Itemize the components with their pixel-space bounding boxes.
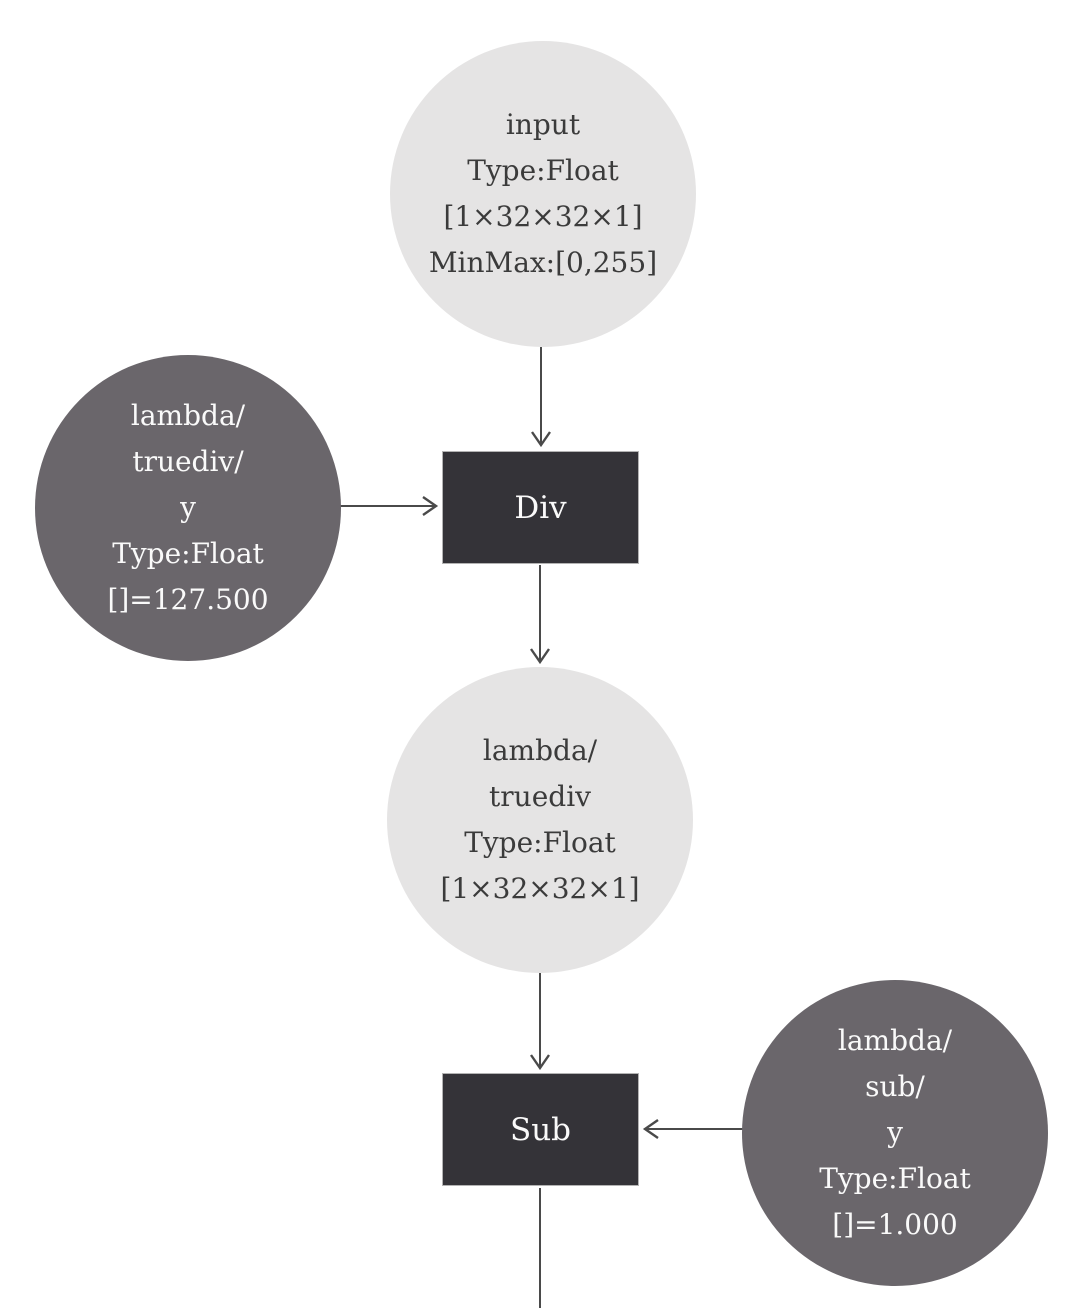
node-label-line: truediv	[489, 780, 591, 813]
node-label-line: [1×32×32×1]	[443, 200, 643, 233]
node-label-line: [1×32×32×1]	[440, 872, 640, 905]
op-label: Sub	[509, 1111, 572, 1148]
node-input-tensor: input Type:Float [1×32×32×1] MinMax:[0,2…	[390, 41, 696, 347]
op-label: Div	[514, 489, 567, 526]
node-label-line: Type:Float	[464, 826, 616, 859]
node-label-line: []=127.500	[107, 583, 269, 616]
node-div-op: Div	[442, 451, 639, 564]
node-sub-y-constant: lambda/ sub/ y Type:Float []=1.000	[742, 980, 1048, 1286]
node-label-line: input	[505, 108, 581, 141]
node-sub-op: Sub	[442, 1073, 639, 1186]
node-label-line: lambda/	[130, 399, 246, 432]
node-label-line: Type:Float	[819, 1162, 971, 1195]
node-truediv-y-constant: lambda/ truediv/ y Type:Float []=127.500	[35, 355, 341, 661]
node-label-line: sub/	[865, 1070, 925, 1103]
node-label-line: []=1.000	[832, 1208, 958, 1241]
node-label-line: truediv/	[132, 445, 244, 478]
node-label-line: lambda/	[482, 734, 598, 767]
node-label-line: Type:Float	[112, 537, 264, 570]
node-label-line: MinMax:[0,255]	[428, 246, 658, 279]
node-truediv-tensor: lambda/ truediv Type:Float [1×32×32×1]	[387, 667, 693, 973]
node-label-line: y	[180, 491, 196, 524]
node-label-line: Type:Float	[467, 154, 619, 187]
node-label-line: y	[887, 1116, 903, 1149]
node-label-line: lambda/	[837, 1024, 953, 1057]
